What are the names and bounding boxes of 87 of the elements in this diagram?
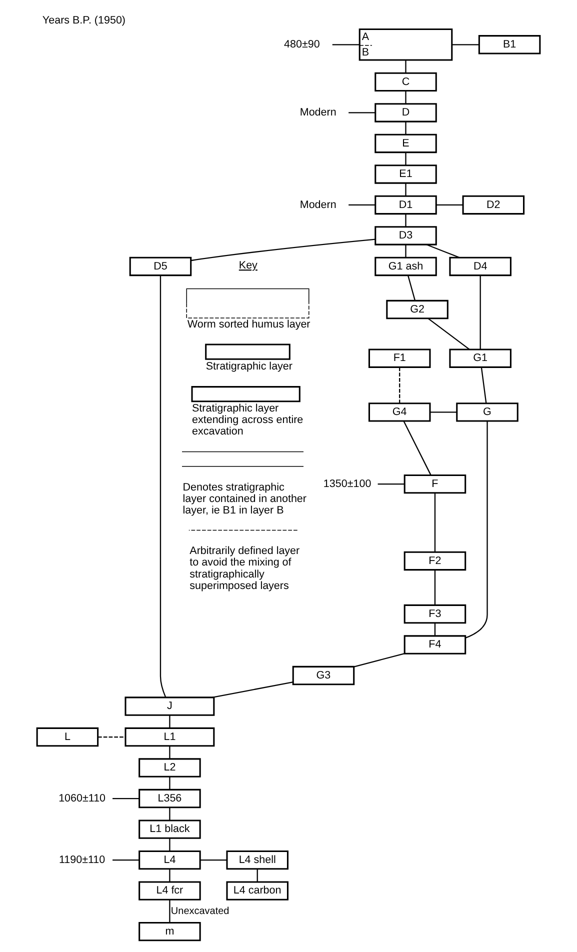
label: Key	[238, 260, 258, 272]
connector	[160, 276, 166, 698]
node-box: G4	[368, 402, 431, 422]
connector	[405, 122, 406, 134]
node-box: L	[36, 727, 99, 747]
connector	[112, 798, 140, 800]
node-box: E	[374, 134, 437, 154]
node-box: D3	[374, 226, 437, 246]
connector	[465, 421, 488, 638]
connector	[378, 484, 405, 485]
node-text: 1060±110	[58, 792, 106, 804]
connector	[169, 715, 170, 728]
node-box: F	[404, 474, 466, 494]
node-box: G1 ash	[374, 256, 437, 276]
node-box: D1	[374, 195, 437, 215]
connector	[200, 859, 227, 861]
node-text: Modern	[300, 198, 336, 211]
legend-label: Arbitrarily defined layer to avoid the mixing of stratigraphically superimposed layers	[190, 545, 300, 592]
node-box: B1	[478, 35, 541, 54]
connector	[169, 838, 170, 852]
connector	[480, 276, 481, 350]
connector	[434, 493, 436, 552]
connector	[348, 204, 376, 206]
connector	[405, 183, 406, 196]
connector	[405, 91, 406, 104]
connector	[405, 244, 406, 258]
connector	[354, 652, 405, 668]
node-text: 480±90	[284, 38, 320, 50]
node-box: L356	[138, 788, 201, 808]
node-box: L4 fcr	[138, 881, 201, 900]
legend-label: Worm sorted humus layer	[187, 318, 310, 330]
node-box: G1	[449, 348, 512, 368]
connector	[426, 244, 460, 258]
node-box: D5	[129, 256, 192, 276]
node-box: L1	[124, 727, 215, 747]
connector	[434, 570, 436, 606]
node-box: L2	[138, 758, 201, 778]
connector	[436, 204, 464, 206]
node-box: D4	[449, 256, 512, 276]
connector	[98, 736, 126, 738]
connector	[332, 44, 360, 46]
legend-label: Stratigraphic layer extending across entire excavation	[192, 402, 304, 438]
diagram-title: Years B.P. (1950)	[42, 14, 126, 26]
legend-label: Stratigraphic layer	[206, 360, 292, 372]
node-box: F3	[404, 604, 466, 624]
node-box: C	[374, 72, 437, 92]
connector	[403, 421, 432, 476]
node-box: D2	[462, 195, 525, 215]
node-text: 1190±110	[58, 854, 106, 866]
connector	[407, 275, 416, 301]
connector	[405, 60, 406, 73]
node-box: L4 shell	[226, 850, 288, 870]
connector	[256, 869, 258, 882]
node-box: D	[374, 103, 437, 122]
connector	[405, 214, 406, 227]
node-box: F2	[404, 551, 466, 571]
connector	[480, 367, 487, 404]
connector	[169, 808, 170, 820]
connector	[169, 776, 170, 790]
node-box: L1 black	[138, 820, 201, 839]
node-box: G	[456, 402, 518, 422]
node-box: J	[124, 696, 215, 716]
node-box: L4 carbon	[226, 881, 288, 900]
node-box: G3	[292, 666, 355, 686]
connector	[434, 623, 436, 636]
node-text: 1350±100	[323, 478, 372, 490]
node-text: Modern	[300, 106, 336, 119]
edge-label: Unexcavated	[170, 906, 230, 917]
node-box: E1	[374, 164, 437, 184]
connector	[430, 412, 457, 413]
node-box: F4	[404, 635, 466, 654]
connector	[399, 367, 400, 404]
connector	[452, 44, 479, 46]
legend-label: Denotes stratigraphic layer contained in another layer, ie B1 in layer B	[182, 481, 306, 516]
connector	[348, 112, 376, 114]
node-box: L4	[138, 850, 201, 870]
node-box: G2	[386, 300, 448, 320]
connector	[169, 900, 170, 922]
connector	[169, 869, 170, 882]
connector	[212, 682, 294, 698]
connector	[428, 318, 470, 350]
node-box: F1	[368, 348, 431, 368]
node-box: m	[138, 922, 201, 942]
connector	[191, 238, 376, 262]
connector	[112, 859, 140, 861]
connector	[169, 746, 170, 759]
connector	[405, 152, 406, 166]
